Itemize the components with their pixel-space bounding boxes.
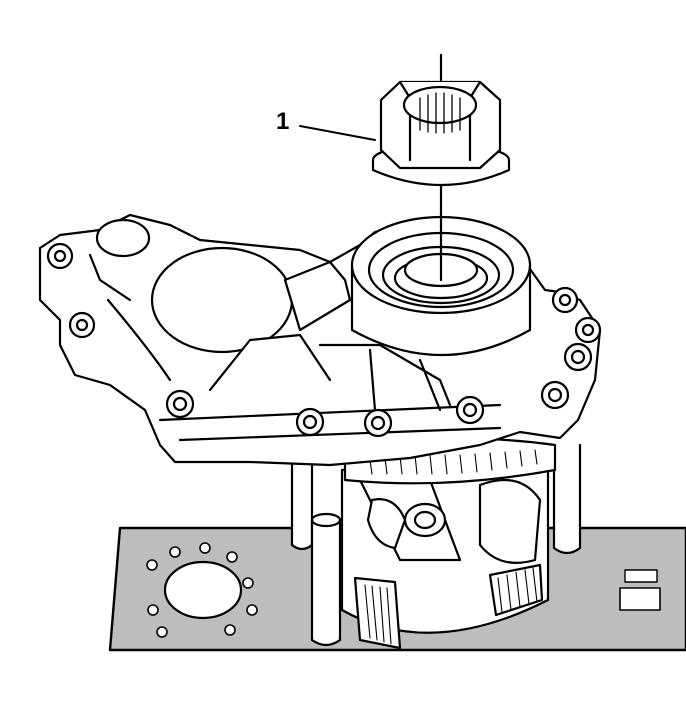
- bolt-bosses: [46, 242, 602, 438]
- differential-case: [340, 437, 557, 650]
- callout-1: 1: [276, 108, 290, 135]
- callout-leader-line: [299, 125, 376, 141]
- flange-nut: [371, 80, 511, 187]
- support-posts: [290, 443, 582, 647]
